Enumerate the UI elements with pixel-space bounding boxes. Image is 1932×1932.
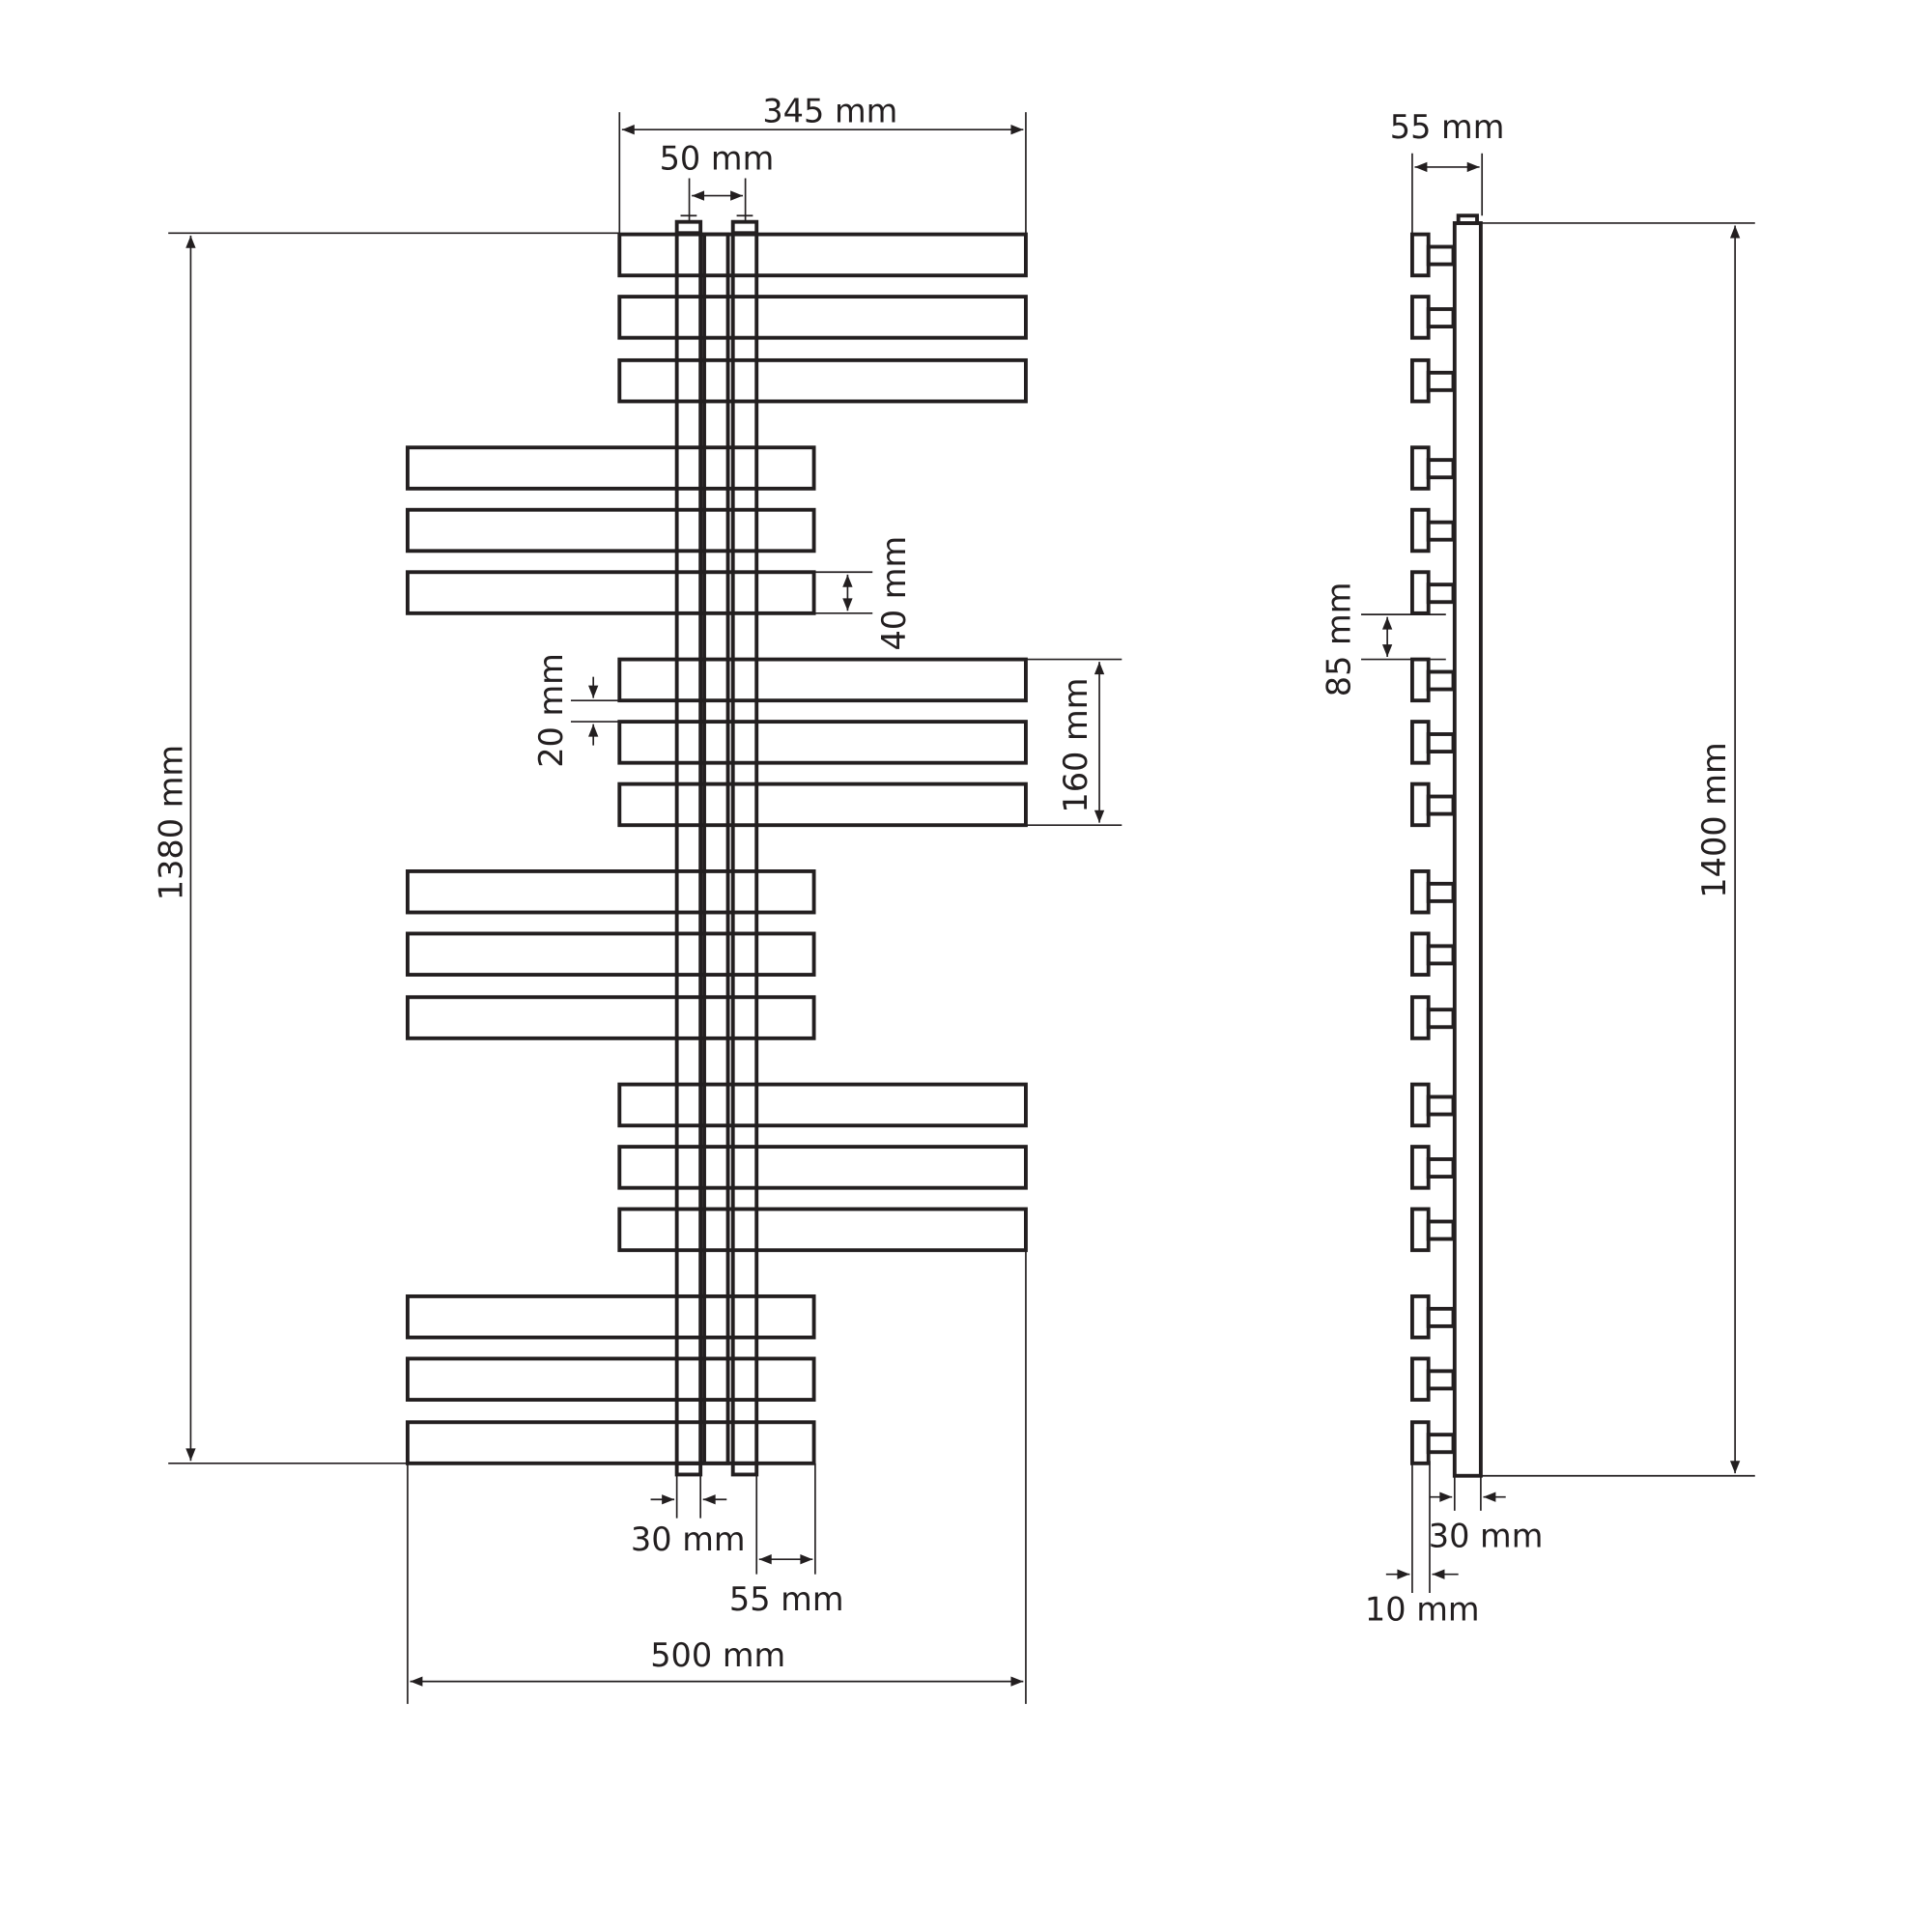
vertical-pipes [674, 232, 759, 1465]
label-pipe-spacing: 50 mm [660, 139, 775, 177]
side-bar-connector [1426, 1157, 1456, 1179]
towel-bar [617, 657, 1028, 703]
side-bar-profile [1410, 1145, 1431, 1190]
label-bar-gap: 20 mm [532, 653, 570, 768]
side-bar-connector [1426, 1008, 1456, 1030]
label-total-height: 1380 mm [152, 745, 189, 900]
label-depth: 55 mm [1390, 108, 1505, 146]
horizontal-bars [406, 232, 1028, 1465]
side-bar-profile [1410, 570, 1431, 615]
dimension-bar-depth: 10 mm [1365, 1461, 1480, 1628]
side-bar-connector [1426, 520, 1456, 542]
towel-bar [406, 869, 816, 915]
side-column [1452, 221, 1483, 1478]
dimension-group-gap: 85 mm [1320, 582, 1446, 697]
side-bar-profile [1410, 781, 1431, 828]
towel-bar [617, 295, 1028, 340]
label-offset: 55 mm [729, 1580, 844, 1618]
side-bar-profile [1410, 295, 1431, 340]
side-bar-connector [1426, 582, 1456, 605]
towel-bar [617, 720, 1028, 765]
side-bar-profile [1410, 1082, 1431, 1128]
side-view: 55 mm 85 mm 1400 mm 30 mm [1320, 108, 1755, 1628]
towel-bar [617, 357, 1028, 404]
side-bar-connector [1426, 1306, 1456, 1328]
side-bar-profile [1410, 507, 1431, 554]
towel-bar [617, 232, 1028, 278]
dimension-offset: 55 mm [729, 1463, 844, 1618]
vertical-pipe [702, 232, 730, 1465]
towel-bar [406, 445, 816, 491]
label-column-depth: 30 mm [1429, 1517, 1544, 1554]
side-bar-connector [1426, 244, 1456, 267]
dimension-pipe-spacing: 50 mm [660, 139, 775, 222]
towel-bar [617, 1145, 1028, 1190]
towel-bar [406, 995, 816, 1040]
vertical-pipe [674, 232, 703, 1465]
label-group-gap: 85 mm [1320, 582, 1357, 697]
side-bars [1410, 232, 1456, 1465]
dimension-column-depth: 30 mm [1429, 1475, 1544, 1554]
towel-bar [617, 1207, 1028, 1253]
dimension-total-height: 1380 mm [152, 232, 620, 1464]
side-bar-connector [1426, 307, 1456, 328]
label-top-width: 345 mm [762, 92, 897, 129]
side-bar-connector [1426, 1094, 1456, 1117]
dimension-side-height: 1400 mm [1480, 222, 1755, 1477]
dimension-bar-height: 40 mm [814, 536, 913, 651]
towel-bar [617, 1082, 1028, 1128]
side-bar-connector [1426, 732, 1456, 753]
side-bar-connector [1426, 1369, 1456, 1391]
dimension-group-height: 160 mm [1025, 658, 1122, 827]
dimension-depth: 55 mm [1390, 108, 1505, 235]
label-pipe-width: 30 mm [631, 1520, 746, 1558]
towel-bar [617, 781, 1028, 828]
label-group-height: 160 mm [1057, 678, 1094, 813]
towel-bar [406, 570, 816, 615]
towel-bar [406, 1294, 816, 1340]
side-bar-profile [1410, 869, 1431, 915]
side-bar-profile [1410, 931, 1431, 977]
side-bar-connector [1426, 881, 1456, 903]
side-bar-connector [1426, 944, 1456, 966]
side-bar-profile [1410, 357, 1431, 404]
side-bar-profile [1410, 232, 1431, 278]
side-bar-profile [1410, 720, 1431, 765]
side-bar-profile [1410, 1420, 1431, 1465]
towel-bar [406, 507, 816, 554]
label-bar-height: 40 mm [875, 536, 913, 651]
label-bar-depth: 10 mm [1365, 1590, 1480, 1628]
dimension-bar-gap: 20 mm [532, 653, 620, 768]
vertical-pipe [730, 232, 759, 1465]
towel-bar [406, 1356, 816, 1402]
side-bar-connector [1426, 669, 1456, 692]
side-bar-connector [1426, 1433, 1456, 1455]
side-bar-profile [1410, 1207, 1431, 1253]
side-bar-profile [1410, 995, 1431, 1040]
front-view: 345 mm 50 mm 1380 mm 40 mm [152, 92, 1122, 1704]
side-bar-profile [1410, 445, 1431, 491]
label-side-height: 1400 mm [1695, 742, 1733, 897]
side-bar-profile [1410, 1356, 1431, 1402]
bottom-connectors [674, 1461, 759, 1477]
side-bar-profile [1410, 657, 1431, 703]
dimension-pipe-width: 30 mm [631, 1474, 746, 1558]
side-bar-connector [1426, 458, 1456, 480]
side-bar-connector [1426, 370, 1456, 392]
side-bar-connector [1426, 1219, 1456, 1241]
towel-bar [406, 1420, 816, 1465]
towel-bar [406, 931, 816, 977]
dimension-top-width: 345 mm [618, 92, 1027, 235]
side-bar-connector [1426, 794, 1456, 816]
dimension-total-width: 500 mm [407, 1250, 1027, 1704]
side-bar-profile [1410, 1294, 1431, 1340]
label-total-width: 500 mm [650, 1636, 785, 1674]
